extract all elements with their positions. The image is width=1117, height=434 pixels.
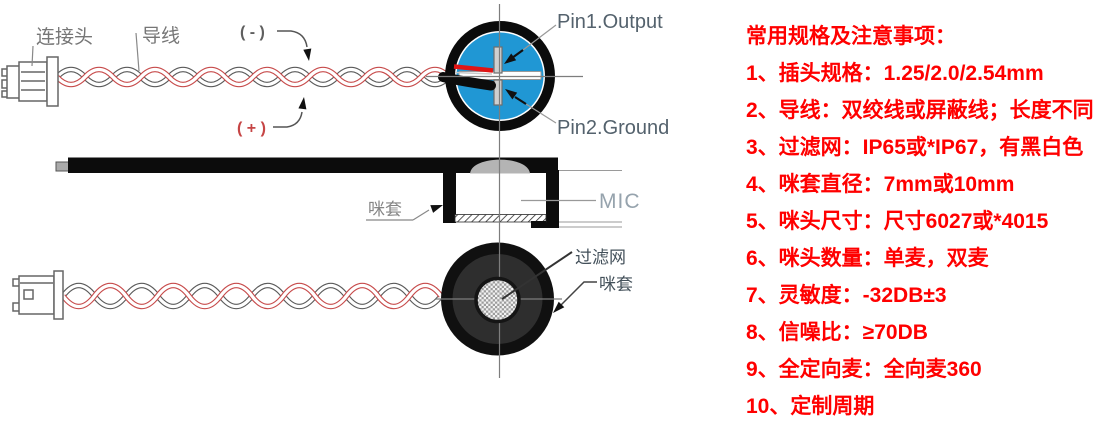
mic-sleeve-arrow-bottom bbox=[553, 301, 565, 313]
spec-item: 3、过滤网：IP65或*IP67，有黑白色 bbox=[746, 136, 1084, 159]
spec-item: 1、插头规格：1.25/2.0/2.54mm bbox=[746, 62, 1044, 85]
bottom-twisted-wire bbox=[60, 282, 444, 310]
pin1-arrow bbox=[504, 53, 517, 64]
mic-sleeve-label-mid: 咪套 bbox=[368, 200, 402, 219]
cable bbox=[68, 157, 558, 173]
annotations: 连接头 导线 ( - ) ( + ) Pin1.Output Pin2.Grou… bbox=[31, 11, 669, 313]
pin1-label: Pin1.Output bbox=[557, 11, 663, 33]
pin2-label: Pin2.Ground bbox=[557, 117, 669, 139]
mic-label: MIC bbox=[599, 190, 641, 213]
cable-tip bbox=[55, 161, 71, 172]
spec-item: 4、咪套直径：7mm或10mm bbox=[746, 173, 1015, 196]
ground-wire-black bbox=[438, 72, 496, 91]
spec-item: 5、咪头尺寸：尺寸6027或*4015 bbox=[746, 210, 1049, 233]
output-wire-red bbox=[453, 64, 494, 73]
spec-item: 7、灵敏度：-32DB±3 bbox=[746, 284, 947, 307]
spec-item: 6、咪头数量：单麦，双麦 bbox=[746, 247, 989, 270]
spec-title: 常用规格及注意事项： bbox=[746, 25, 956, 48]
top-connector bbox=[1, 56, 59, 107]
connector-label: 连接头 bbox=[36, 26, 93, 48]
spec-item: 10、定制周期 bbox=[746, 395, 875, 418]
wire-label: 导线 bbox=[142, 25, 180, 47]
mic-diagram: 连接头 导线 ( - ) ( + ) Pin1.Output Pin2.Grou… bbox=[1, 4, 669, 378]
spec-item: 9、全定向麦：全向麦360 bbox=[746, 358, 982, 381]
spec-item: 2、导线：双绞线或屏蔽线；长度不同 bbox=[746, 99, 1094, 122]
sleeve-right-wall bbox=[546, 170, 559, 228]
sleeve-left-wall bbox=[443, 170, 456, 223]
pin1-pad bbox=[493, 46, 503, 74]
negative-label: ( - ) bbox=[240, 24, 265, 41]
mic-sleeve-label-bottom: 咪套 bbox=[599, 275, 633, 294]
filter-mesh-front bbox=[474, 276, 521, 324]
top-twisted-wire bbox=[54, 66, 452, 88]
positive-label: ( + ) bbox=[237, 120, 266, 137]
side-section-view bbox=[55, 157, 622, 228]
pin2-arrow bbox=[505, 89, 518, 100]
spec-panel: 常用规格及注意事项： 1、插头规格：1.25/2.0/2.54mm 2、导线：双… bbox=[746, 18, 1112, 425]
spec-item: 8、信噪比：≥70DB bbox=[746, 321, 928, 344]
pin2-pad bbox=[493, 79, 503, 106]
bottom-connector bbox=[12, 270, 64, 320]
mic-sleeve-arrow-mid bbox=[430, 205, 443, 213]
filter-mesh-label: 过滤网 bbox=[575, 248, 626, 267]
positive-arrow bbox=[298, 97, 307, 110]
filter-mesh-section bbox=[454, 214, 547, 223]
negative-arrow bbox=[303, 48, 312, 61]
